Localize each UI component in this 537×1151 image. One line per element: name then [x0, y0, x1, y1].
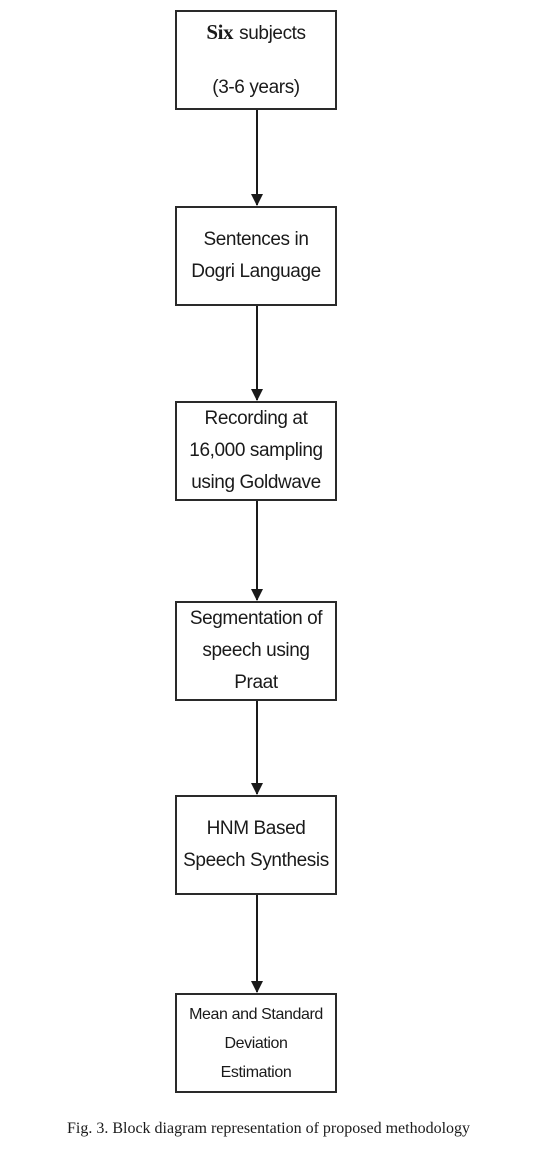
box-sentences-line-1: Sentences in: [203, 229, 309, 250]
box-subjects-text: subjects: [239, 23, 306, 44]
arrow-down-2: [251, 306, 263, 401]
box-subjects-line-2: (3-6 years): [212, 77, 300, 98]
box-recording: Recording at 16,000 sampling using Goldw…: [175, 401, 337, 501]
box-estimation: Mean and Standard Deviation Estimation: [175, 993, 337, 1093]
box-hnm-line-1: HNM Based: [206, 818, 306, 839]
box-segmentation: Segmentation of speech using Praat: [175, 601, 337, 701]
box-segmentation-line-1: Segmentation of: [189, 608, 323, 629]
figure-caption: Fig. 3. Block diagram representation of …: [66, 1120, 471, 1137]
box-subjects-lead: Six: [206, 20, 234, 44]
box-estimation-line-1: Mean and Standard: [189, 1005, 323, 1023]
arrow-down-4: [251, 701, 263, 795]
arrow-down-5: [251, 895, 263, 993]
box-estimation-line-3: Estimation: [220, 1063, 292, 1081]
box-estimation-line-2: Deviation: [224, 1034, 288, 1052]
arrow-down-3: [251, 501, 263, 601]
box-sentences-line-2: Dogri Language: [191, 261, 321, 282]
box-recording-line-1: Recording at: [204, 408, 308, 429]
box-hnm-line-2: Speech Synthesis: [183, 850, 329, 871]
box-segmentation-line-3: Praat: [234, 672, 278, 693]
arrow-down-1: [251, 110, 263, 206]
box-hnm-synthesis: HNM Based Speech Synthesis: [175, 795, 337, 895]
box-recording-line-3: using Goldwave: [191, 472, 321, 493]
box-sentences: Sentences in Dogri Language: [175, 206, 337, 306]
box-segmentation-line-2: speech using: [202, 640, 310, 661]
box-recording-line-2: 16,000 sampling: [189, 440, 323, 461]
